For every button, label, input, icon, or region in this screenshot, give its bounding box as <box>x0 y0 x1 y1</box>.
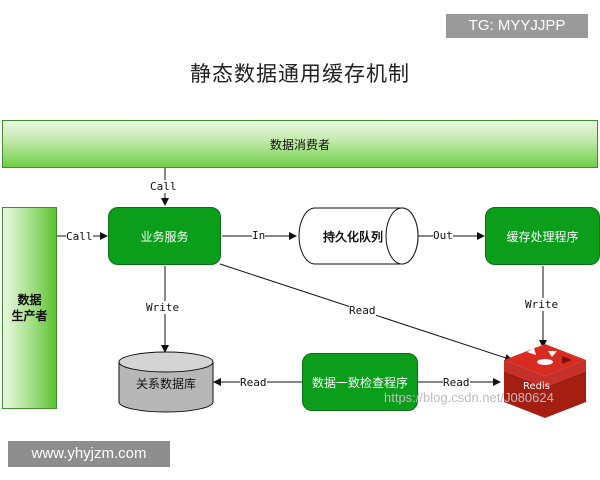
site-watermark: www.yhyjzm.com <box>8 441 170 467</box>
redis-logo <box>503 344 587 418</box>
business-service-label: 业务服务 <box>140 229 189 244</box>
label-read-diagonal: Read <box>349 304 376 317</box>
data-producer-bar: 数据生产者 <box>2 207 57 409</box>
persistent-queue-shape <box>298 207 419 265</box>
csdn-watermark: https://blog.csdn.net/J080624 <box>384 390 554 405</box>
label-read-left: Read <box>240 376 267 389</box>
data-consumer-bar: 数据消费者 <box>2 120 598 168</box>
persistent-queue-label: 持久化队列 <box>322 229 383 244</box>
data-consumer-label: 数据消费者 <box>269 137 330 152</box>
data-producer-label: 数据生产者 <box>11 293 48 323</box>
business-service-node: 业务服务 <box>108 207 221 265</box>
consistency-checker-label: 数据一致检查程序 <box>311 375 408 390</box>
database-label: 关系数据库 <box>135 376 196 391</box>
label-in: In <box>252 229 266 242</box>
tg-watermark: TG: MYYJJPP <box>446 14 588 38</box>
diagram-title: 静态数据通用缓存机制 <box>190 62 410 86</box>
label-write-right: Write <box>525 298 559 311</box>
database-shape <box>118 351 214 413</box>
label-call-top: Call <box>150 180 177 193</box>
cache-processor-label: 缓存处理程序 <box>506 229 579 244</box>
consistency-checker-node: 数据一致检查程序 <box>302 353 418 411</box>
cache-processor-node: 缓存处理程序 <box>485 207 600 265</box>
label-read-right: Read <box>443 376 470 389</box>
redis-label: Redis <box>523 381 550 392</box>
label-call-left: Call <box>66 230 93 243</box>
label-write-left: Write <box>146 301 180 314</box>
label-out: Out <box>433 229 453 242</box>
